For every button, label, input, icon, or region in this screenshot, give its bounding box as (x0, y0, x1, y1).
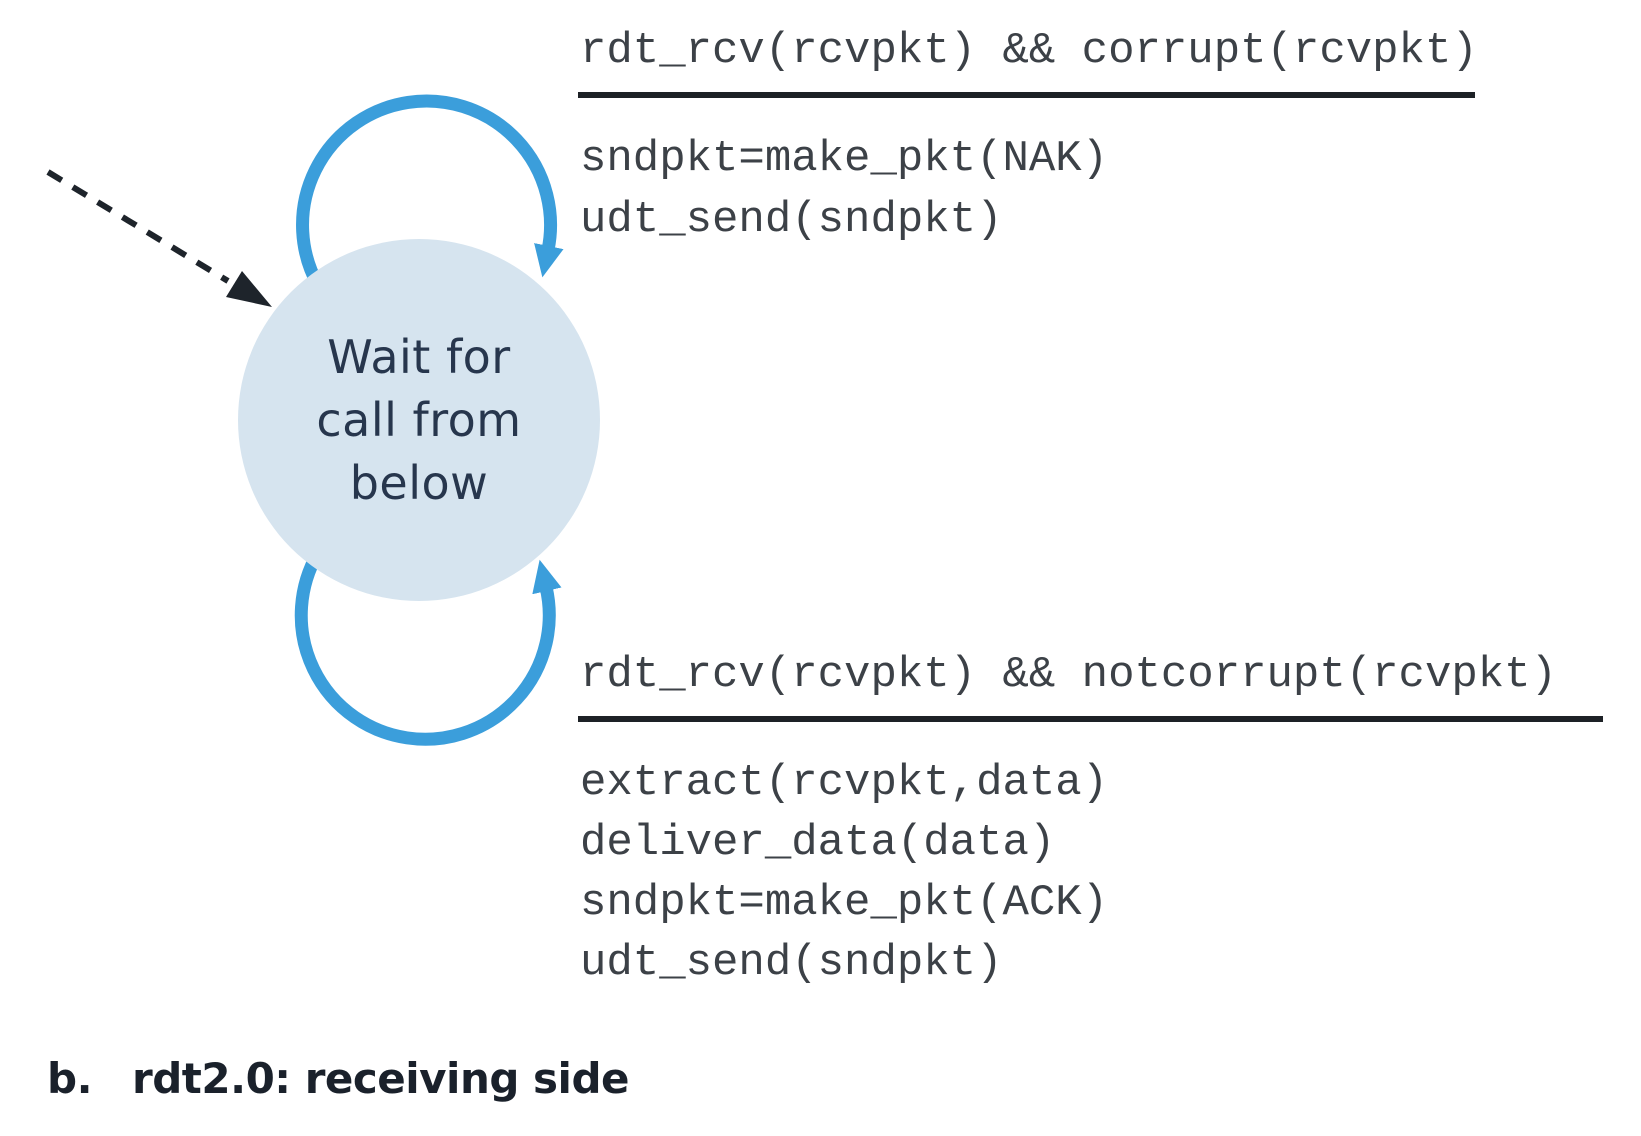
transition-bottom-action: deliver_data(data) (580, 818, 1056, 868)
self-loop-top-arrow (296, 94, 564, 289)
self-loop-bottom-arrow (294, 549, 562, 746)
state-label-line: call from (316, 393, 522, 447)
state-label-line: Wait for (327, 330, 511, 384)
entry-arrow-dashed-line (46, 169, 230, 284)
transition-bottom-action: sndpkt=make_pkt(ACK) (580, 878, 1109, 928)
state-circle (238, 239, 600, 601)
caption-title: rdt2.0: receiving side (132, 1054, 629, 1103)
figure-caption: b. rdt2.0: receiving side (47, 1054, 629, 1103)
caption-index: b. (47, 1054, 93, 1103)
transition-bottom-event: rdt_rcv(rcvpkt) && notcorrupt(rcvpkt) (580, 650, 1557, 700)
transition-top-event: rdt_rcv(rcvpkt) && corrupt(rcvpkt) (580, 26, 1478, 76)
transition-top-action: udt_send(sndpkt) (580, 195, 1003, 245)
transition-top-rule (578, 92, 1475, 98)
transition-top-action: sndpkt=make_pkt(NAK) (580, 134, 1109, 184)
transition-bottom-rule (578, 716, 1603, 722)
state-label: Wait for call from below (219, 326, 619, 515)
transition-bottom-action: extract(rcvpkt,data) (580, 758, 1109, 808)
state-label-line: below (349, 456, 489, 510)
entry-arrowhead-icon (226, 271, 272, 307)
transition-bottom-action: udt_send(sndpkt) (580, 938, 1003, 988)
